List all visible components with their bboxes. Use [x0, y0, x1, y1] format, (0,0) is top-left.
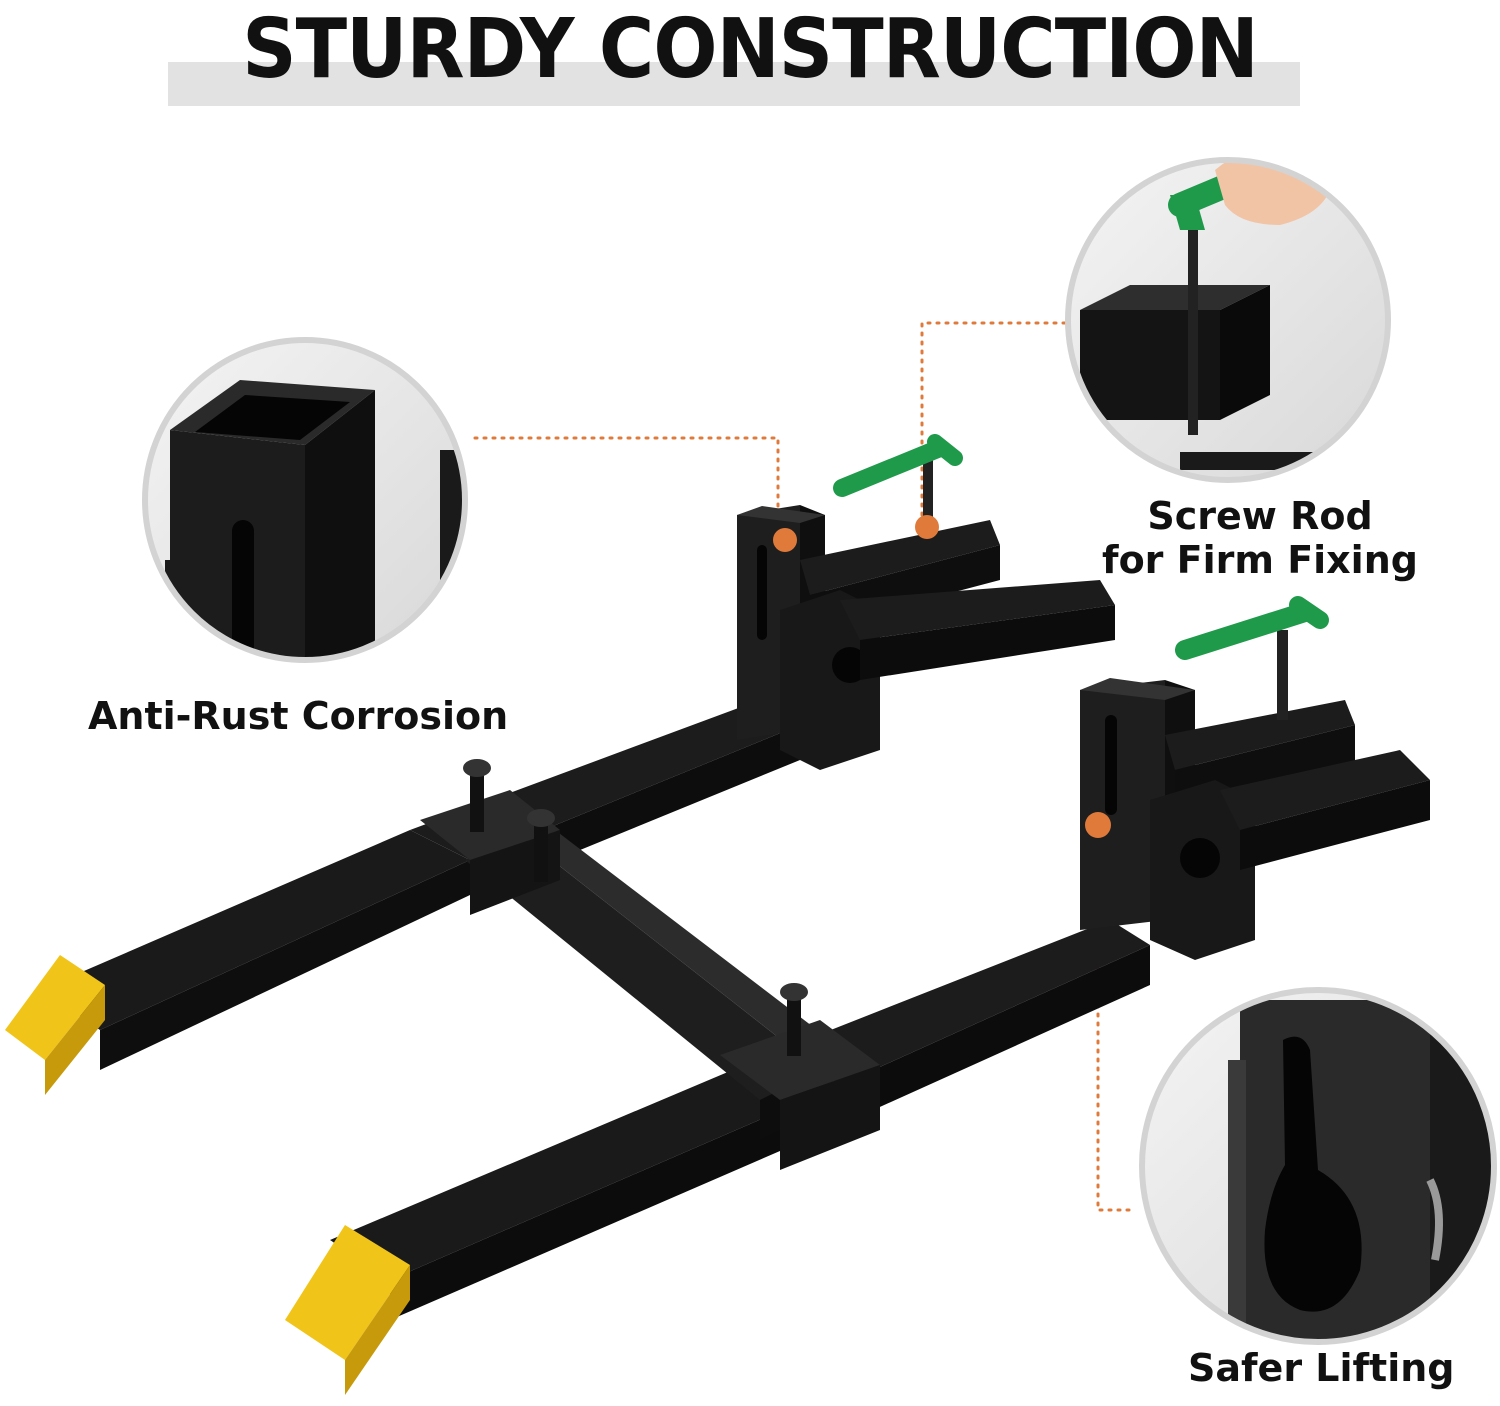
detail-circle-screw-rod — [1065, 157, 1391, 483]
title-highlight-bar — [168, 62, 1300, 106]
back-clamp-assembly — [737, 434, 1115, 770]
fork-tip-yellow-right — [285, 1225, 410, 1360]
callout-dot-rust — [773, 528, 797, 552]
left-fork — [5, 700, 800, 1095]
connector-screw-rod — [920, 321, 1076, 527]
front-clamp-assembly — [1080, 596, 1430, 960]
callout-dot-screw — [915, 515, 939, 539]
callout-dot-safer — [1085, 812, 1111, 838]
feature-label-safer-lifting: Safer Lifting — [1188, 1346, 1455, 1390]
detail-circle-anti-rust — [142, 337, 468, 663]
feature-label-screw-rod-line1: Screw Rod — [1147, 494, 1373, 538]
right-fork — [285, 920, 1150, 1395]
feature-label-screw-rod: Screw Rod for Firm Fixing — [1100, 494, 1420, 582]
page-title: STURDY CONSTRUCTION — [242, 2, 1259, 97]
feature-label-screw-rod-line2: for Firm Fixing — [1102, 538, 1418, 582]
fork-tip-yellow-left — [5, 955, 105, 1060]
connector-anti-rust — [473, 436, 780, 542]
bolts — [463, 759, 808, 1056]
detail-circle-safer-lifting — [1139, 987, 1497, 1345]
feature-label-anti-rust: Anti-Rust Corrosion — [88, 694, 509, 738]
